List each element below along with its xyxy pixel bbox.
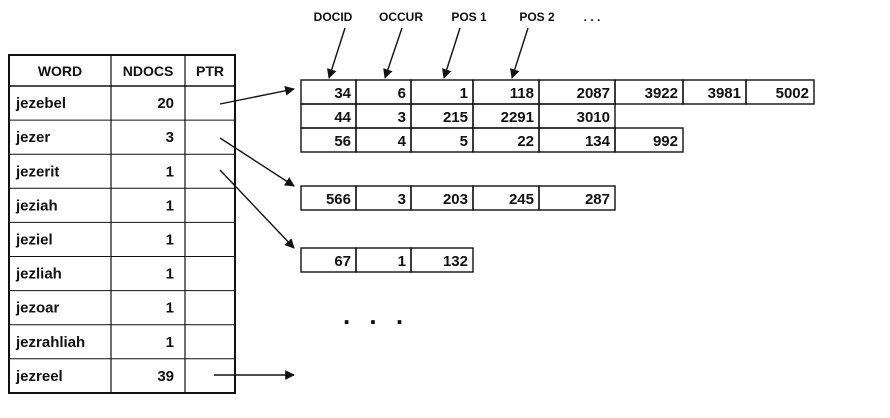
header-ndocs: NDOCS xyxy=(123,63,174,79)
posting-cell-value: 56 xyxy=(334,133,351,150)
word-cell: jezliah xyxy=(15,266,62,283)
jezebel-ptr-arrow xyxy=(219,85,295,105)
column-label-occur: OCCUR xyxy=(379,10,423,24)
posting-cell-box xyxy=(745,79,815,105)
posting-cell-value: 22 xyxy=(517,133,534,150)
posting-cell-box xyxy=(538,185,616,211)
column-labels: DOCID OCCUR POS 1 POS 2 . . . xyxy=(314,10,601,24)
posting-cell-value: 215 xyxy=(443,109,468,126)
ndocs-cell: 1 xyxy=(166,163,174,180)
column-label-docid: DOCID xyxy=(314,10,353,24)
more-postings-ellipsis: . . . xyxy=(343,300,409,330)
word-rows: jezebel 20 jezer 3 jezerit 1 jeziah 1 jeziel 1 jez… xyxy=(9,95,235,385)
word-cell: jezebel xyxy=(15,95,66,112)
posting-cell-value: 287 xyxy=(585,191,610,208)
posting-cell-value: 5 xyxy=(460,133,468,150)
posting-cell-value: 44 xyxy=(334,109,351,126)
posting-cell-value: 132 xyxy=(443,253,468,270)
posting-cell-value: 3 xyxy=(398,109,406,126)
pos2-arrow xyxy=(510,27,529,79)
posting-cell-value: 3010 xyxy=(577,109,610,126)
posting-cell-value: 34 xyxy=(334,85,351,102)
ndocs-cell: 1 xyxy=(166,266,174,283)
ndocs-cell: 1 xyxy=(166,300,174,317)
posting-cell-value: 134 xyxy=(585,133,611,150)
jezerit-ptr-arrow xyxy=(219,169,295,249)
posting-cell-value: 245 xyxy=(509,191,534,208)
column-label-pos2: POS 2 xyxy=(519,10,555,24)
ndocs-cell: 39 xyxy=(157,368,174,385)
header-ptr: PTR xyxy=(196,63,224,79)
posting-cell-value: 992 xyxy=(653,133,678,150)
pos1-arrow xyxy=(442,27,461,79)
ndocs-cell: 1 xyxy=(166,334,174,351)
docid-arrow xyxy=(327,27,346,79)
ndocs-cell: 1 xyxy=(166,231,174,248)
posting-cell-value: 67 xyxy=(334,253,351,270)
word-cell: jezerit xyxy=(15,163,59,180)
word-cell: jezrahliah xyxy=(15,334,85,351)
word-cell: jezer xyxy=(15,129,50,146)
word-cell: jeziah xyxy=(15,197,58,214)
posting-cell-value: 118 xyxy=(510,85,534,102)
posting-cell-value: 2291 xyxy=(501,109,534,126)
pointer-arrows xyxy=(214,85,295,380)
jezer-ptr-arrow xyxy=(219,137,295,187)
column-label-pos1: POS 1 xyxy=(451,10,487,24)
ndocs-cell: 20 xyxy=(157,95,174,112)
occur-arrow xyxy=(383,27,403,79)
posting-cell-value: 1 xyxy=(398,253,406,270)
column-label-arrows xyxy=(327,27,529,79)
posting-cell-box xyxy=(614,127,684,153)
posting-cell-value: 3 xyxy=(398,191,406,208)
posting-cell-value: 1 xyxy=(460,85,468,102)
posting-cell-value: 203 xyxy=(443,191,468,208)
posting-cell-value: 5002 xyxy=(776,85,809,102)
posting-cell-value: 566 xyxy=(326,191,351,208)
ndocs-cell: 1 xyxy=(166,197,174,214)
posting-cell-box xyxy=(410,247,474,273)
posting-lists: 34 6 1 118 2087 3922 3981 5002 44 3 215 2291 3010 56 4… xyxy=(300,79,815,273)
posting-cell-value: 4 xyxy=(398,133,407,150)
word-table-frame xyxy=(8,54,236,394)
word-cell: jeziel xyxy=(15,231,53,248)
column-label-ellipsis: . . . xyxy=(584,10,601,24)
posting-cell-value: 2087 xyxy=(577,85,610,102)
posting-cell-value: 6 xyxy=(398,85,406,102)
posting-cell-value: 3922 xyxy=(645,85,678,102)
ndocs-cell: 3 xyxy=(166,129,174,146)
word-cell: jezoar xyxy=(15,300,60,317)
header-word: WORD xyxy=(38,63,82,79)
posting-cell-value: 3981 xyxy=(708,85,741,102)
word-cell: jezreel xyxy=(15,368,63,385)
